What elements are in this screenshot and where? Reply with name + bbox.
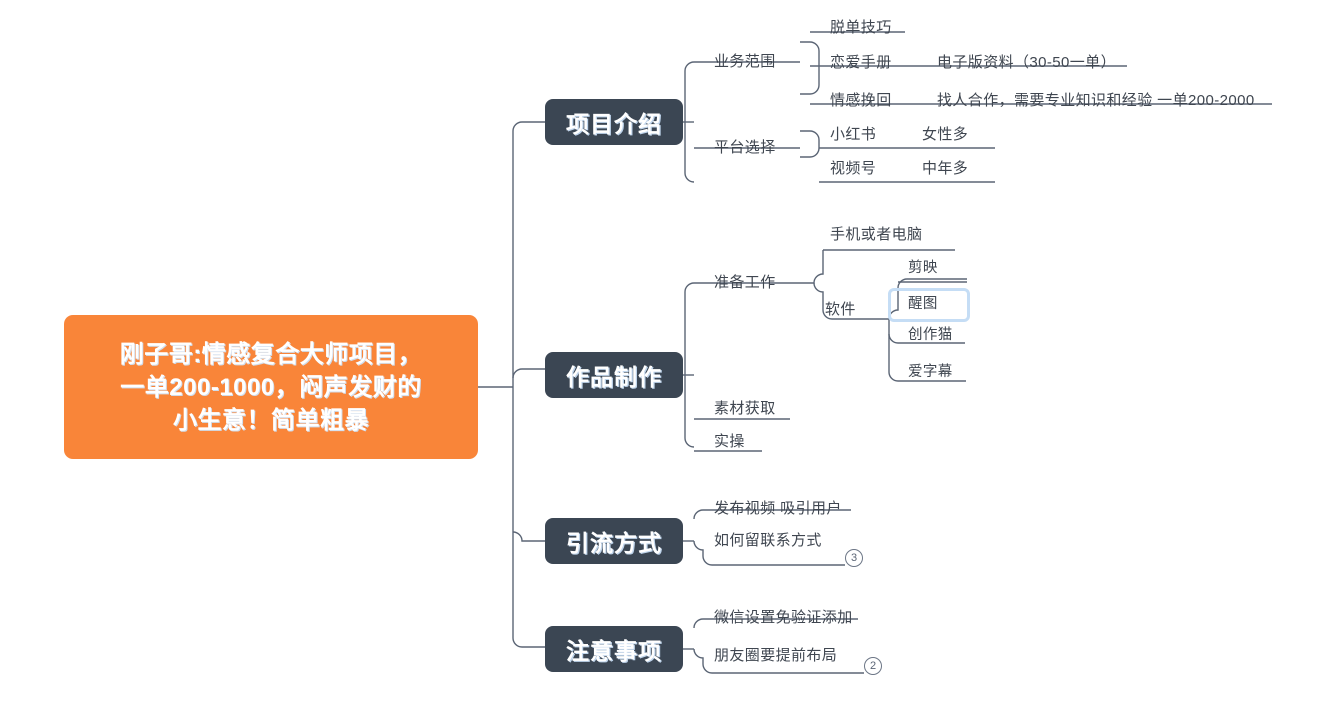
root-line-3: 小生意！简单粗暴 (173, 406, 369, 434)
topic-love-manual-detail[interactable]: 电子版资料（30-50一单） (937, 54, 1116, 71)
topic-shipinhao-detail[interactable]: 中年多 (922, 160, 969, 177)
branch-node-traffic[interactable]: 引流方式 (545, 518, 683, 564)
topic-emotion-recovery-detail[interactable]: 找人合作，需要专业知识和经验 一单200-2000 (937, 92, 1255, 109)
topic-xingtu[interactable]: 醒图 (908, 296, 938, 312)
topic-chuangzuomao[interactable]: 创作猫 (908, 327, 953, 343)
topic-material-acquisition[interactable]: 素材获取 (714, 400, 776, 417)
topic-business-scope[interactable]: 业务范围 (714, 53, 776, 70)
topic-leave-contact[interactable]: 如何留联系方式 (714, 532, 822, 549)
root-line-1: 刚子哥:情感复合大师项目， (119, 340, 423, 368)
topic-shipinhao[interactable]: 视频号 (830, 160, 877, 177)
selection-highlight-xingtu[interactable] (888, 288, 970, 322)
topic-software[interactable]: 软件 (825, 301, 856, 318)
topic-love-manual[interactable]: 恋爱手册 (830, 54, 892, 71)
topic-moments-layout[interactable]: 朋友圈要提前布局 (714, 647, 838, 664)
topic-aizimu[interactable]: 爱字幕 (908, 364, 953, 380)
topic-preparation[interactable]: 准备工作 (714, 274, 776, 291)
topic-practice[interactable]: 实操 (714, 433, 745, 450)
topic-single-skills[interactable]: 脱单技巧 (830, 19, 892, 36)
topic-publish-video[interactable]: 发布视频 吸引用户 (714, 500, 842, 517)
root-line-2: 一单200-1000，闷声发财的 (120, 373, 422, 401)
branch-node-production[interactable]: 作品制作 (545, 352, 683, 398)
topic-phone-or-computer[interactable]: 手机或者电脑 (830, 226, 923, 243)
topic-xiaohongshu[interactable]: 小红书 (830, 126, 877, 143)
topic-wechat-no-verify[interactable]: 微信设置免验证添加 (714, 609, 853, 626)
topic-emotion-recovery[interactable]: 情感挽回 (830, 92, 892, 109)
topic-jianying[interactable]: 剪映 (908, 260, 938, 276)
root-node[interactable]: 刚子哥:情感复合大师项目， 一单200-1000，闷声发财的 小生意！简单粗暴 (64, 315, 478, 459)
branch-node-notes[interactable]: 注意事项 (545, 626, 683, 672)
badge-count-traffic[interactable]: 3 (845, 549, 863, 567)
topic-platform-choice[interactable]: 平台选择 (714, 139, 776, 156)
topic-xiaohongshu-detail[interactable]: 女性多 (922, 126, 969, 143)
branch-node-intro[interactable]: 项目介绍 (545, 99, 683, 145)
badge-count-notes[interactable]: 2 (864, 657, 882, 675)
